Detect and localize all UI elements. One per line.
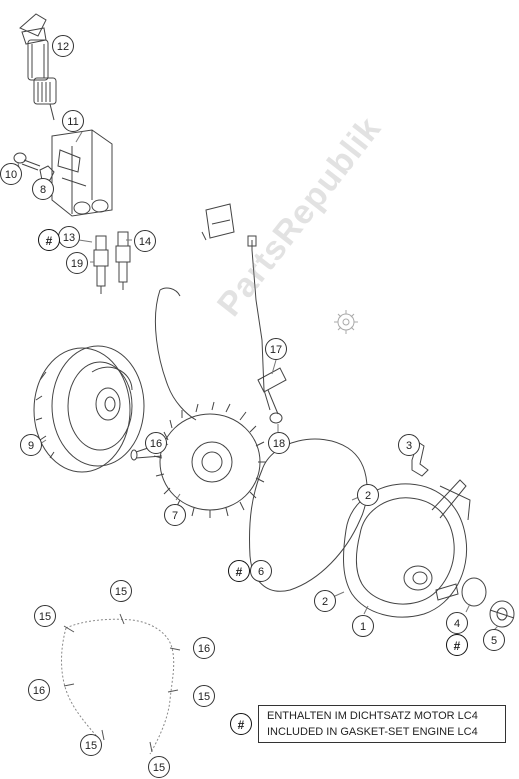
o-ring bbox=[461, 577, 487, 607]
callout-11: 11 bbox=[62, 110, 84, 132]
plug-screw bbox=[489, 600, 515, 628]
connector-plug bbox=[201, 203, 235, 241]
callout-18: 18 bbox=[268, 432, 290, 454]
callout-15: 15 bbox=[110, 580, 132, 602]
callout-7: 7 bbox=[164, 504, 186, 526]
callout-10: 10 bbox=[0, 163, 22, 185]
callout-15: 15 bbox=[80, 734, 102, 756]
callout-12: 12 bbox=[52, 35, 74, 57]
callout-17: 17 bbox=[265, 338, 287, 360]
cover-screws bbox=[63, 613, 181, 753]
callout-3: 3 bbox=[398, 434, 420, 456]
cover-gasket bbox=[249, 438, 368, 592]
legend: # ENTHALTEN IM DICHTSATZ MOTOR LC4 INCLU… bbox=[230, 705, 507, 743]
ignition-coil-body bbox=[51, 129, 113, 217]
callout-16: 16 bbox=[193, 637, 215, 659]
hash-mark-6: # bbox=[228, 560, 250, 582]
hash-mark-13: # bbox=[38, 229, 60, 251]
wiring-harness bbox=[154, 235, 271, 421]
callout-6: 6 bbox=[250, 560, 272, 582]
callout-15: 15 bbox=[148, 756, 170, 778]
callout-16: 16 bbox=[145, 432, 167, 454]
callout-15: 15 bbox=[34, 605, 56, 627]
callout-4: 4 bbox=[446, 612, 468, 634]
flywheel bbox=[33, 345, 145, 473]
pickup-sensor bbox=[257, 367, 287, 424]
callout-19: 19 bbox=[66, 252, 88, 274]
callout-1: 1 bbox=[352, 615, 374, 637]
callout-14: 14 bbox=[134, 230, 156, 252]
legend-hash-symbol: # bbox=[230, 713, 252, 735]
leader-lines bbox=[17, 45, 499, 633]
legend-line-de: ENTHALTEN IM DICHTSATZ MOTOR LC4 bbox=[267, 710, 478, 722]
spark-plugs bbox=[93, 231, 131, 294]
legend-box: ENTHALTEN IM DICHTSATZ MOTOR LC4 INCLUDE… bbox=[258, 705, 506, 743]
coil-screw bbox=[13, 152, 41, 171]
gear-icon bbox=[334, 310, 358, 334]
stator bbox=[153, 401, 266, 518]
cover-screw-outline bbox=[61, 618, 175, 755]
callout-16: 16 bbox=[28, 679, 50, 701]
callout-2: 2 bbox=[357, 484, 379, 506]
callout-15: 15 bbox=[193, 685, 215, 707]
legend-line-en: INCLUDED IN GASKET-SET ENGINE LC4 bbox=[267, 726, 478, 738]
callout-2: 2 bbox=[314, 590, 336, 612]
ignition-cover bbox=[343, 479, 471, 618]
callout-13: 13 bbox=[58, 226, 80, 248]
callout-9: 9 bbox=[20, 434, 42, 456]
callout-8: 8 bbox=[32, 178, 54, 200]
callout-5: 5 bbox=[483, 629, 505, 651]
hash-mark-4: # bbox=[446, 634, 468, 656]
ignition-coil-cap bbox=[19, 13, 57, 121]
